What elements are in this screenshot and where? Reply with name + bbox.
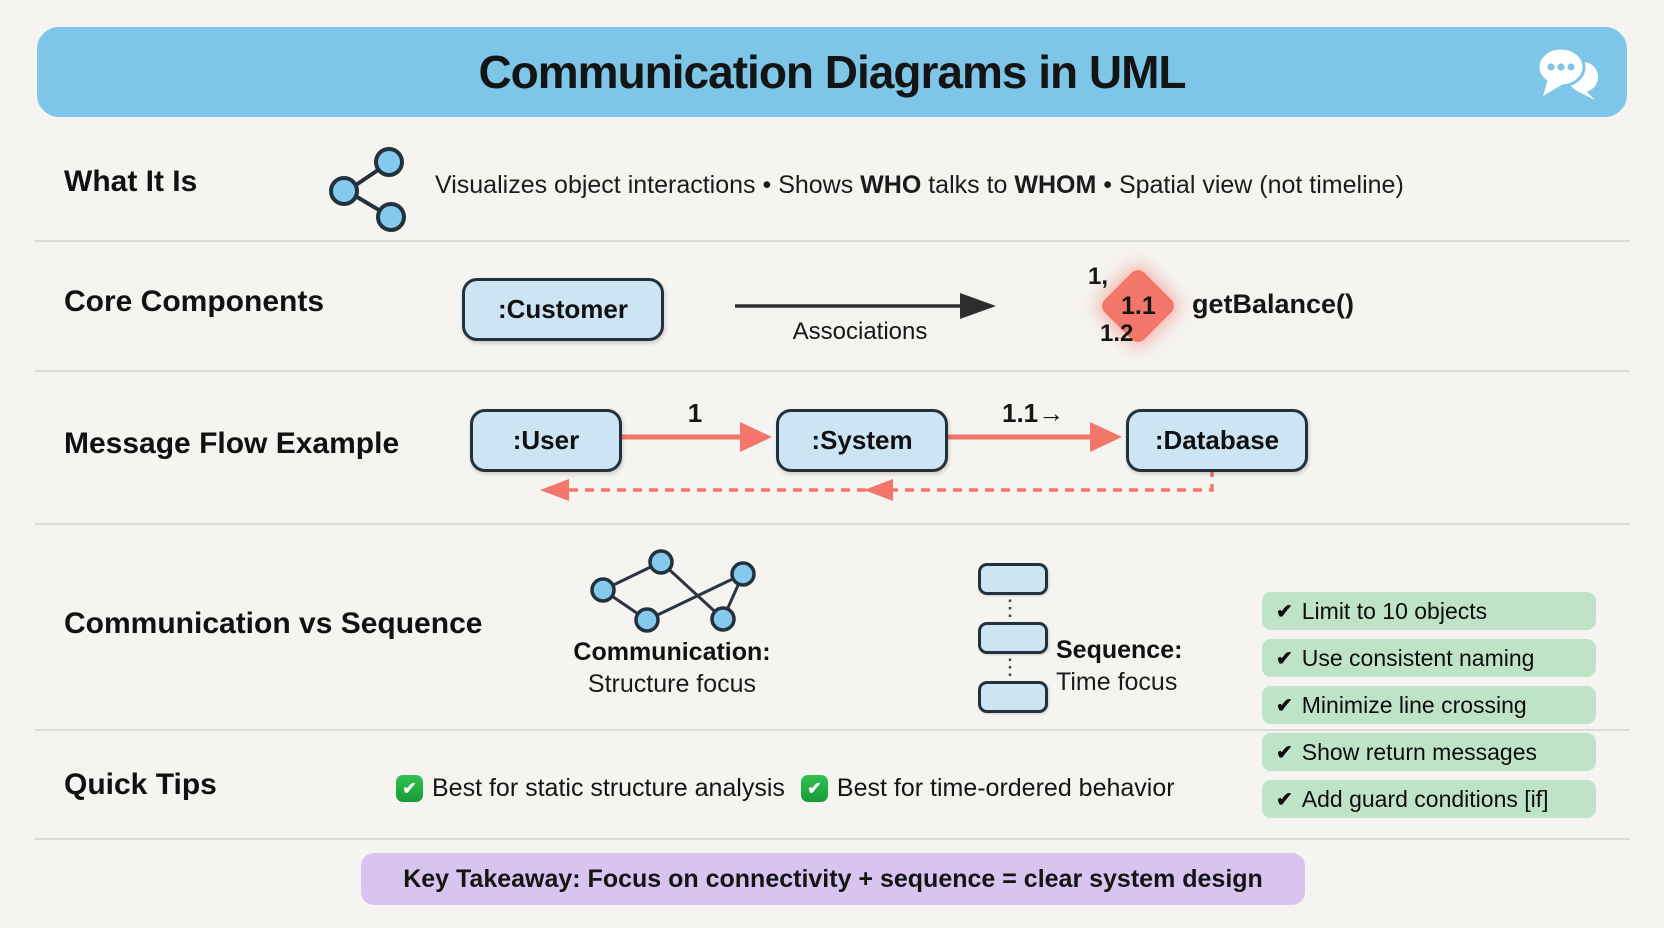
communication-caption-subtitle: Structure focus [587, 670, 757, 698]
sequence-number-bottom: 1.2 [1100, 320, 1134, 347]
communication-graph-icon [590, 549, 756, 633]
header-banner: Communication Diagrams in UML [37, 27, 1627, 117]
message-1-label: 1 [687, 398, 703, 428]
tips-checklist: ✔ Limit to 10 objects ✔ Use consistent n… [1262, 592, 1596, 827]
green-check-emoji-icon: ✔ [396, 775, 423, 802]
object-box-database-text: :Database [1154, 425, 1280, 455]
checkmark-icon: ✔ [1276, 647, 1293, 670]
checklist-item-label: Use consistent naming [1301, 644, 1535, 671]
desc-segment: Visualizes object interactions • Shows [435, 171, 861, 199]
what-it-is-label: What It Is [64, 165, 198, 198]
quick-tip-2-text: Best for time-ordered behavior [836, 774, 1175, 802]
return-message-dashed-arrow [540, 468, 1214, 501]
core-components-label: Core Components [64, 285, 325, 318]
object-box-customer: :Customer [462, 278, 664, 341]
checkmark-icon: ✔ [1276, 600, 1293, 623]
sequence-number-mid: 1.1 [1121, 292, 1156, 320]
desc-segment-bold: WHO [860, 171, 922, 199]
what-it-is-description: Visualizes object interactions • Shows W… [435, 171, 1404, 200]
sequence-mini-box-1 [978, 563, 1048, 595]
quick-tips-row: ✔ Best for static structure analysis ✔ B… [396, 774, 1175, 803]
sequence-number-top: 1, [1088, 263, 1109, 290]
object-box-system: :System [776, 409, 948, 472]
row-separator [35, 729, 1630, 731]
communication-caption-title: Communication: [573, 638, 771, 666]
share-network-icon [329, 147, 406, 232]
object-box-customer-text: :Customer [497, 294, 628, 324]
green-check-emoji-icon: ✔ [800, 775, 828, 802]
association-arrow [735, 293, 996, 319]
comparison-label: Communication vs Sequence [64, 607, 483, 640]
chat-bubbles-icon [1536, 46, 1598, 100]
key-takeaway-text: Key Takeaway: Focus on connectivity + se… [403, 864, 1263, 893]
checklist-item-label: Minimize line crossing [1301, 691, 1527, 718]
desc-segment: • Spatial view (not timeline) [1096, 171, 1404, 199]
quick-tip-2: ✔ Best for time-ordered behavior [800, 774, 1175, 803]
message-1-1-label: 1.1→ [1002, 398, 1065, 428]
desc-segment: talks to [921, 171, 1015, 199]
checkmark-icon: ✔ [1276, 788, 1293, 811]
object-box-user: :User [470, 409, 622, 472]
row-separator [35, 838, 1630, 840]
row-separator [35, 240, 1630, 242]
page-title: Communication Diagrams in UML [478, 46, 1186, 98]
checklist-item: ✔ Use consistent naming [1262, 639, 1596, 677]
checklist-item: ✔ Minimize line crossing [1262, 686, 1596, 724]
object-box-database: :Database [1126, 409, 1308, 472]
quick-tips-label: Quick Tips [64, 768, 217, 801]
checklist-item-label: Add guard conditions [if] [1301, 785, 1549, 812]
checkmark-icon: ✔ [1276, 694, 1293, 717]
checklist-item-label: Show return messages [1301, 738, 1537, 765]
sequence-caption-title: Sequence: [1056, 636, 1183, 664]
quick-tip-1-text: Best for static structure analysis [432, 774, 785, 802]
key-takeaway-banner: Key Takeaway: Focus on connectivity + se… [361, 853, 1305, 905]
sequence-caption-subtitle: Time focus [1056, 668, 1178, 696]
object-box-user-text: :User [512, 425, 580, 455]
desc-segment-bold: WHOM [1014, 171, 1097, 199]
associations-label: Associations [792, 318, 928, 345]
message-label-getbalance: getBalance() [1192, 289, 1355, 319]
row-separator [35, 523, 1630, 525]
checklist-item: ✔ Add guard conditions [if] [1262, 780, 1596, 818]
checklist-item: ✔ Show return messages [1262, 733, 1596, 771]
sequence-mini-box-2 [978, 622, 1048, 654]
quick-tip-1: ✔ Best for static structure analysis [396, 774, 785, 803]
sequence-mini-box-3 [978, 681, 1048, 713]
row-separator [35, 370, 1630, 372]
checklist-item-label: Limit to 10 objects [1301, 597, 1488, 624]
checklist-item: ✔ Limit to 10 objects [1262, 592, 1596, 630]
object-box-system-text: :System [811, 425, 913, 455]
message-flow-label: Message Flow Example [64, 427, 400, 460]
checkmark-icon: ✔ [1276, 741, 1293, 764]
